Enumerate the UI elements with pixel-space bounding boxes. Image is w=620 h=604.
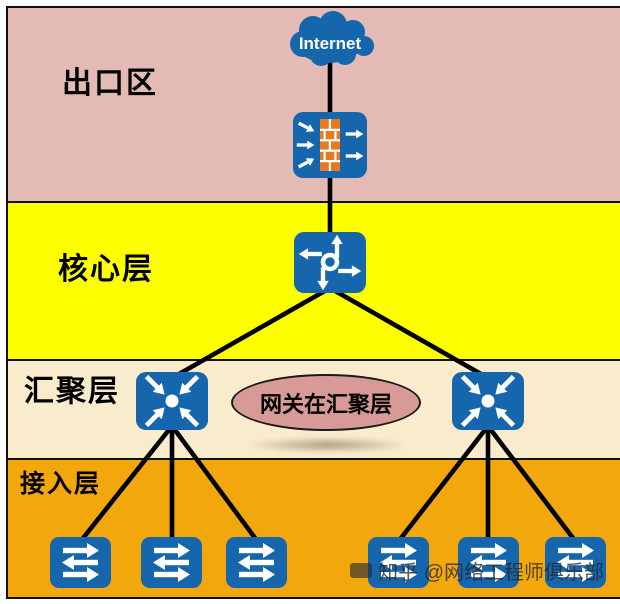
internet-cloud-icon: Internet [290, 11, 374, 66]
access-switch-5-icon [458, 537, 519, 588]
aggregation-switch-left-icon [136, 372, 208, 430]
watermark: 知乎 @网络工程师俱乐部 [350, 556, 604, 585]
callout-shadow [245, 437, 410, 453]
access-switch-2-icon [141, 537, 202, 588]
zone-aggregation-label: 汇聚层 [24, 375, 120, 408]
zone-exit-label: 出口区 [62, 67, 158, 100]
access-switch-3-icon [226, 537, 287, 588]
firewall-icon [293, 112, 367, 178]
watermark-text: 知乎 @网络工程师俱乐部 [378, 562, 604, 584]
gateway-callout: 网关在汇聚层 [231, 374, 421, 431]
internet-label: Internet [299, 34, 362, 53]
access-switch-4-icon [368, 537, 429, 588]
core-router-icon [294, 232, 366, 293]
zone-access-label: 接入层 [20, 470, 102, 498]
zone-core-label: 核心层 [58, 253, 154, 286]
access-switch-6-icon [545, 537, 606, 588]
aggregation-switch-right-icon [452, 372, 524, 430]
access-switch-1-icon [50, 537, 111, 588]
zhihu-logo-icon [350, 563, 373, 578]
